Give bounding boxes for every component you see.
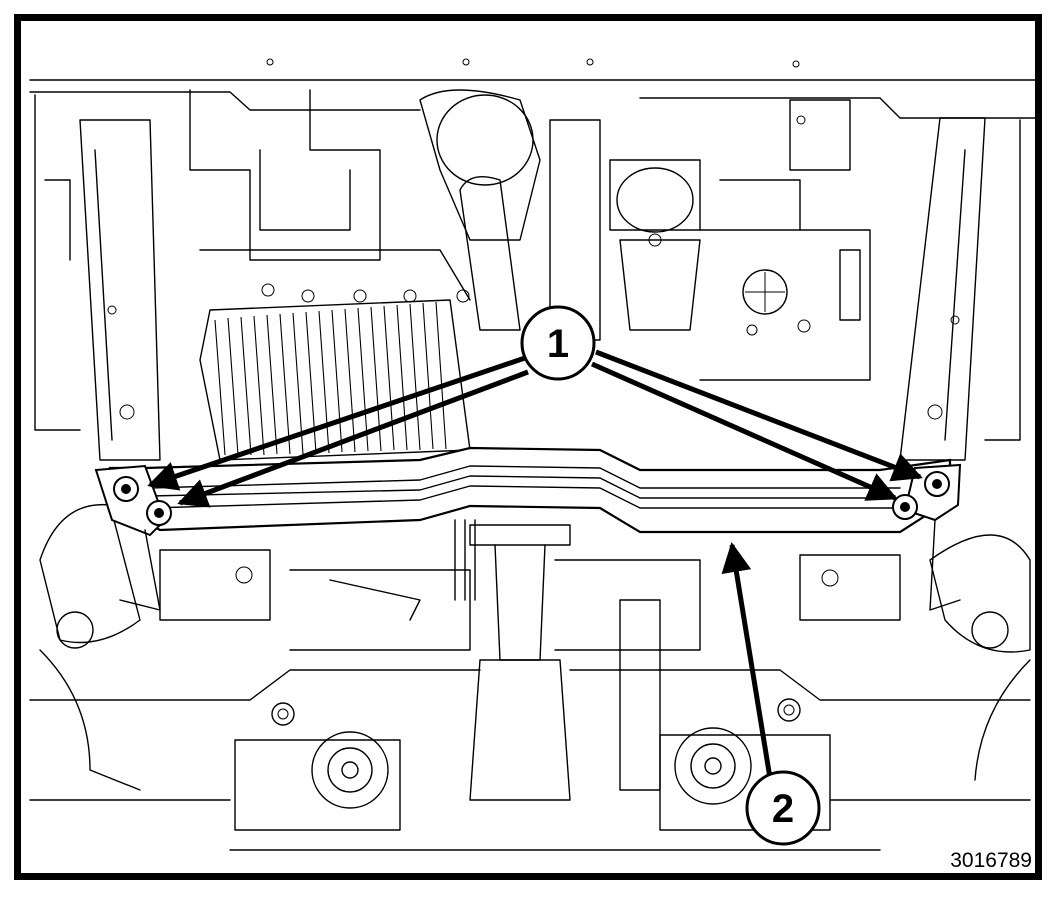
callout-2: 2 xyxy=(745,770,821,846)
callout-1-label: 1 xyxy=(547,322,569,366)
figure-number: 3016789 xyxy=(950,849,1032,872)
callout-2-label: 2 xyxy=(772,787,794,831)
callout-leader-arrows xyxy=(147,349,923,779)
figure-frame xyxy=(14,14,1042,880)
oil-pan-fins xyxy=(214,301,447,456)
callout-1: 1 xyxy=(520,305,596,381)
vehicle-underbody-lines xyxy=(29,58,1041,851)
crossmember-bolts xyxy=(113,471,950,526)
